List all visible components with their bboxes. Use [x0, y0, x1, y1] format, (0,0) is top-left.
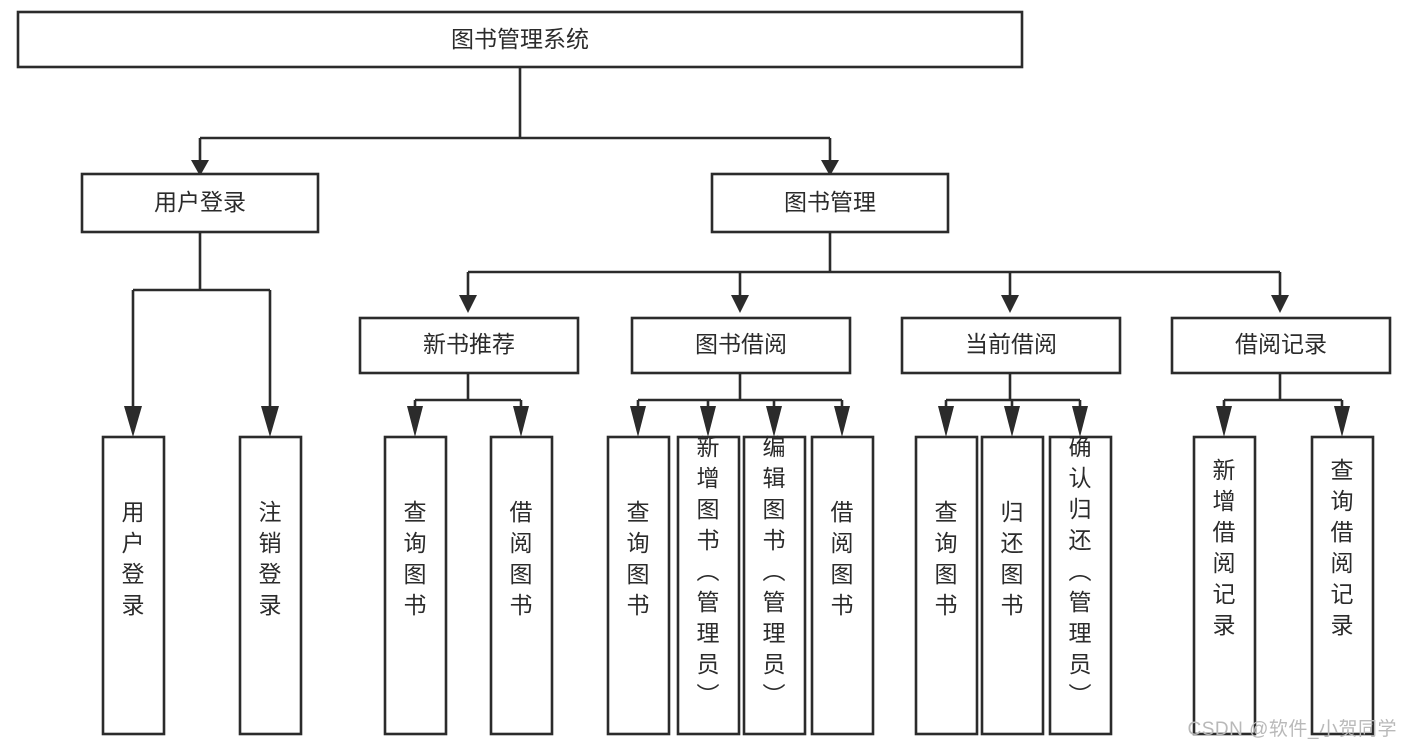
node-leaf-query-book-1-label: 查询图书	[404, 499, 427, 618]
node-book-borrow-box[interactable]	[630, 316, 852, 375]
node-leaf-borrow-book-1-label: 借阅图书	[510, 499, 533, 618]
arrowhead-layer	[124, 160, 1350, 437]
arrowhead-icon	[513, 406, 529, 437]
node-leaf-add-record-label: 新增借阅记录	[1213, 457, 1236, 638]
node-leaf-borrow-book-2-label: 借阅图书	[831, 499, 854, 618]
node-book-borrow-label: 图书借阅	[695, 331, 787, 357]
node-user-login[interactable]: 用户登录	[80, 172, 320, 234]
node-leaf-confirm-return-admin[interactable]: 确认归还︵管理员︶	[1048, 434, 1113, 736]
node-book-manage-box[interactable]	[710, 172, 950, 234]
arrowhead-icon	[1072, 406, 1088, 437]
node-leaf-confirm-return-admin-box[interactable]	[1048, 435, 1113, 736]
node-current-borrow-label: 当前借阅	[965, 331, 1057, 357]
node-leaf-query-book-2-box[interactable]	[606, 435, 671, 736]
node-leaf-user-login-box[interactable]	[101, 435, 166, 736]
node-new-book-rec-box[interactable]	[358, 316, 580, 375]
arrowhead-icon	[938, 406, 954, 437]
arrowhead-icon	[630, 406, 646, 437]
node-leaf-query-book-1-box[interactable]	[383, 435, 448, 736]
node-leaf-query-book-3-box[interactable]	[914, 435, 979, 736]
node-leaf-query-record-box[interactable]	[1310, 435, 1375, 736]
node-leaf-logout[interactable]: 注销登录	[238, 435, 303, 736]
node-leaf-query-book-1[interactable]: 查询图书	[383, 435, 448, 736]
arrowhead-icon	[124, 406, 142, 437]
node-leaf-logout-label: 注销登录	[259, 499, 282, 618]
node-new-book-rec[interactable]: 新书推荐	[358, 316, 580, 375]
node-leaf-edit-book-admin-label: 编辑图书︵管理员︶	[763, 434, 786, 708]
node-borrow-record-box[interactable]	[1170, 316, 1392, 375]
node-leaf-borrow-book-2-box[interactable]	[810, 435, 875, 736]
node-leaf-add-record-box[interactable]	[1192, 435, 1257, 736]
arrowhead-icon	[191, 160, 209, 176]
node-leaf-add-record[interactable]: 新增借阅记录	[1192, 435, 1257, 736]
node-leaf-add-book-admin[interactable]: 新增图书︵管理员︶	[676, 434, 741, 736]
node-leaf-user-login-label: 用户登录	[122, 499, 145, 618]
arrowhead-icon	[731, 295, 749, 313]
arrowhead-icon	[1334, 406, 1350, 437]
arrowhead-icon	[700, 406, 716, 437]
node-leaf-logout-box[interactable]	[238, 435, 303, 736]
node-user-login-label: 用户登录	[154, 189, 246, 215]
node-leaf-add-book-admin-label: 新增图书︵管理员︶	[697, 434, 720, 708]
node-book-manage[interactable]: 图书管理	[710, 172, 950, 234]
node-root[interactable]: 图书管理系统	[16, 10, 1024, 69]
arrowhead-icon	[1001, 295, 1019, 313]
arrowhead-icon	[261, 406, 279, 437]
node-book-borrow[interactable]: 图书借阅	[630, 316, 852, 375]
arrowhead-icon	[834, 406, 850, 437]
arrowhead-icon	[407, 406, 423, 437]
node-leaf-query-record-label: 查询借阅记录	[1331, 457, 1354, 638]
node-leaf-query-book-2-label: 查询图书	[627, 499, 650, 618]
node-leaf-query-book-2[interactable]: 查询图书	[606, 435, 671, 736]
node-user-login-box[interactable]	[80, 172, 320, 234]
arrowhead-icon	[821, 160, 839, 176]
node-leaf-query-book-3-label: 查询图书	[935, 499, 958, 618]
arrowhead-icon	[1271, 295, 1289, 313]
node-leaf-query-book-3[interactable]: 查询图书	[914, 435, 979, 736]
node-leaf-borrow-book-2[interactable]: 借阅图书	[810, 435, 875, 736]
node-current-borrow-box[interactable]	[900, 316, 1122, 375]
arrowhead-icon	[766, 406, 782, 437]
node-leaf-return-book[interactable]: 归还图书	[980, 435, 1045, 736]
node-new-book-rec-label: 新书推荐	[423, 331, 515, 357]
node-borrow-record-label: 借阅记录	[1235, 331, 1327, 357]
node-leaf-add-book-admin-box[interactable]	[676, 435, 741, 736]
node-current-borrow[interactable]: 当前借阅	[900, 316, 1122, 375]
node-leaf-borrow-book-1[interactable]: 借阅图书	[489, 435, 554, 736]
node-borrow-record[interactable]: 借阅记录	[1170, 316, 1392, 375]
node-leaf-confirm-return-admin-label: 确认归还︵管理员︶	[1069, 434, 1092, 708]
csdn-watermark: CSDN @软件_小贺同学	[1187, 719, 1397, 740]
node-leaf-user-login[interactable]: 用户登录	[101, 435, 166, 736]
node-leaf-edit-book-admin[interactable]: 编辑图书︵管理员︶	[742, 434, 807, 736]
node-root-box[interactable]	[16, 10, 1024, 69]
node-leaf-borrow-book-1-box[interactable]	[489, 435, 554, 736]
node-leaf-edit-book-admin-box[interactable]	[742, 435, 807, 736]
arrowhead-icon	[459, 295, 477, 313]
node-leaf-query-record[interactable]: 查询借阅记录	[1310, 435, 1375, 736]
arrowhead-icon	[1004, 406, 1020, 437]
node-book-manage-label: 图书管理	[784, 189, 876, 215]
node-root-label: 图书管理系统	[451, 26, 589, 52]
arrowhead-icon	[1216, 406, 1232, 437]
node-leaf-return-book-label: 归还图书	[1001, 499, 1024, 618]
node-leaf-return-book-box[interactable]	[980, 435, 1045, 736]
